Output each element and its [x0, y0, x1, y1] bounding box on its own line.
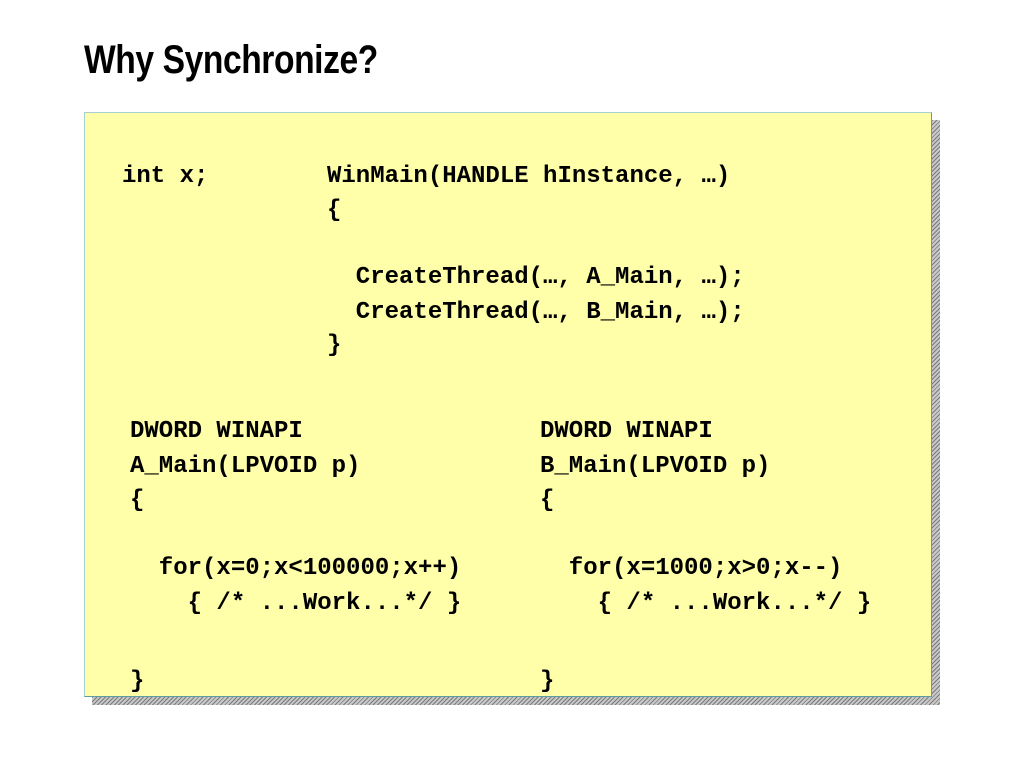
- thread-b-close-brace: }: [540, 668, 555, 695]
- thread-a-signature: A_Main(LPVOID p): [130, 453, 361, 480]
- thread-b-signature: B_Main(LPVOID p): [540, 453, 771, 480]
- winmain-open-brace: {: [327, 197, 342, 224]
- winmain-signature: WinMain(HANDLE hInstance, …): [327, 163, 731, 190]
- thread-a-loop-body: { /* ...Work...*/ }: [130, 590, 462, 617]
- global-declaration: int x;: [122, 163, 209, 190]
- winmain-create-thread-b: CreateThread(…, B_Main, …);: [327, 299, 745, 326]
- thread-a-open-brace: {: [130, 487, 145, 514]
- winmain-create-thread-a: CreateThread(…, A_Main, …);: [327, 264, 745, 291]
- thread-b-loop-body: { /* ...Work...*/ }: [540, 590, 872, 617]
- thread-b-for-loop: for(x=1000;x>0;x--): [540, 555, 843, 582]
- thread-b-return-type: DWORD WINAPI: [540, 418, 713, 445]
- thread-b-open-brace: {: [540, 487, 555, 514]
- winmain-close-brace: }: [327, 332, 342, 359]
- thread-a-for-loop: for(x=0;x<100000;x++): [130, 555, 462, 582]
- thread-a-return-type: DWORD WINAPI: [130, 418, 303, 445]
- thread-a-close-brace: }: [130, 668, 145, 695]
- slide-title: Why Synchronize?: [84, 38, 378, 82]
- code-box: [84, 112, 932, 697]
